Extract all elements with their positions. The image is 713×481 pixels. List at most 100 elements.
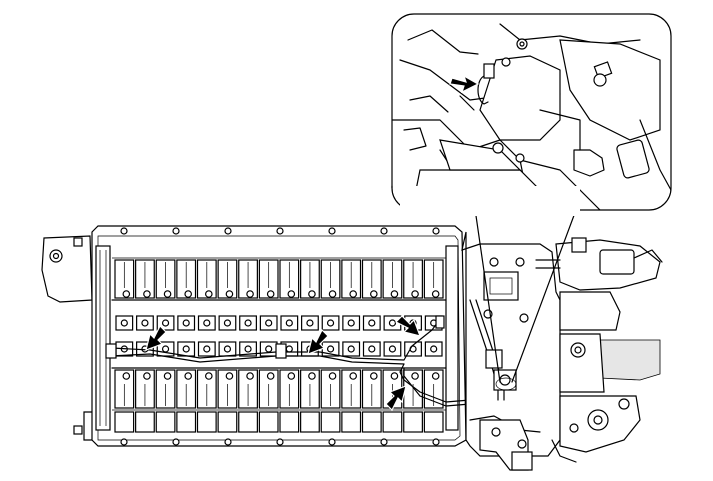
- terminal-nut: [223, 319, 232, 327]
- cell-base: [238, 411, 258, 433]
- cell-base: [279, 411, 300, 433]
- arrow-harness-right-lower: [385, 385, 407, 412]
- case-bolt: [328, 227, 336, 235]
- terminal-bolt: [225, 290, 234, 298]
- terminal-bolt: [349, 372, 357, 380]
- relay-box: [483, 271, 519, 301]
- detail-inset: [391, 13, 672, 391]
- end-plate-left: [95, 245, 111, 431]
- case-bolt: [224, 438, 232, 446]
- case-bolt: [380, 438, 388, 446]
- cell-base: [341, 411, 362, 433]
- terminal-bolt: [163, 290, 172, 298]
- inset-sensor-wire: [477, 75, 489, 105]
- terminal-bolt: [390, 290, 399, 298]
- terminal-nut: [347, 319, 355, 327]
- case-bolt: [432, 227, 440, 235]
- terminal-bolt: [205, 372, 213, 380]
- bracket-stud: [73, 237, 83, 247]
- cell-base: [320, 411, 341, 433]
- case-bolt: [380, 227, 388, 235]
- terminal-nut: [161, 345, 170, 353]
- harness-clamp: [105, 343, 117, 359]
- transaxle-parts: [535, 237, 663, 463]
- terminal-bolt: [370, 290, 378, 298]
- terminal-bolt: [143, 372, 151, 380]
- terminal-bolt: [143, 290, 151, 298]
- terminal-bolt: [349, 290, 357, 298]
- terminal-bolt: [390, 372, 399, 380]
- bracket-stud: [73, 425, 83, 435]
- terminal-nut: [182, 319, 190, 327]
- terminal-nut: [265, 345, 273, 353]
- left-mount-bracket: [41, 235, 93, 303]
- terminal-nut: [368, 319, 376, 327]
- terminal-bolt: [246, 372, 254, 380]
- cell-base: [176, 411, 197, 433]
- terminal-bolt: [184, 372, 192, 380]
- cell-base: [114, 411, 135, 433]
- arrow-harness-center: [307, 328, 329, 355]
- harness-clamp: [435, 315, 445, 329]
- terminal-nut: [326, 345, 335, 353]
- terminal-bolt: [308, 372, 316, 380]
- inset-leader-right: [511, 209, 577, 383]
- terminal-nut: [141, 319, 149, 327]
- terminal-bolt: [431, 372, 440, 380]
- case-bolt: [120, 227, 128, 235]
- terminal-bolt: [184, 290, 192, 298]
- terminal-bolt: [225, 372, 234, 380]
- terminal-bolt: [122, 290, 131, 298]
- terminal-nut: [223, 345, 232, 353]
- terminal-nut: [203, 319, 211, 327]
- leader-target: [495, 377, 517, 391]
- terminal-bolt: [246, 290, 254, 298]
- shaded-panel: [599, 339, 661, 381]
- case-bolt: [172, 438, 180, 446]
- case-bolt: [172, 227, 180, 235]
- cell-base: [155, 411, 176, 433]
- connector-housing: [599, 249, 635, 275]
- terminal-nut: [306, 319, 314, 327]
- terminal-bolt: [287, 290, 296, 298]
- arrow-harness-right-upper: [394, 315, 421, 337]
- cell-base: [258, 411, 279, 433]
- cell-base: [403, 411, 423, 433]
- terminal-nut: [326, 319, 335, 327]
- terminal-nut: [388, 345, 397, 353]
- terminal-nut: [265, 319, 273, 327]
- terminal-bolt: [411, 372, 419, 380]
- terminal-bolt: [266, 290, 275, 298]
- callout-arrows: [145, 74, 480, 412]
- cell-base: [382, 411, 403, 433]
- battery-assembly: [41, 225, 477, 447]
- terminal-nut: [388, 319, 397, 327]
- sensor-wire-harness: [109, 321, 439, 361]
- cell-base: [361, 411, 382, 433]
- terminal-bolt: [370, 372, 378, 380]
- arrow-inset-connector: [449, 74, 480, 94]
- case-bolt: [224, 227, 232, 235]
- terminal-nut: [285, 319, 293, 327]
- cell-base: [423, 411, 444, 433]
- module-row-bottom: [114, 369, 444, 433]
- case-bolt: [432, 438, 440, 446]
- terminal-bolt: [328, 290, 337, 298]
- terminal-bolt: [328, 372, 337, 380]
- case-bolts: [120, 227, 440, 446]
- inset-sensor-connector: [483, 63, 495, 79]
- case-bolt: [328, 438, 336, 446]
- terminal-nut: [120, 319, 128, 327]
- terminal-nut: [285, 345, 293, 353]
- case-bolt: [276, 438, 284, 446]
- terminal-nut: [368, 345, 376, 353]
- inset-leader-left: [471, 187, 501, 383]
- module-row-top: [114, 259, 444, 299]
- terminal-bolt: [266, 372, 275, 380]
- terminal-bolt: [431, 290, 440, 298]
- terminal-bolt: [163, 372, 172, 380]
- harness-clamp: [275, 343, 287, 359]
- terminal-nut: [244, 319, 252, 327]
